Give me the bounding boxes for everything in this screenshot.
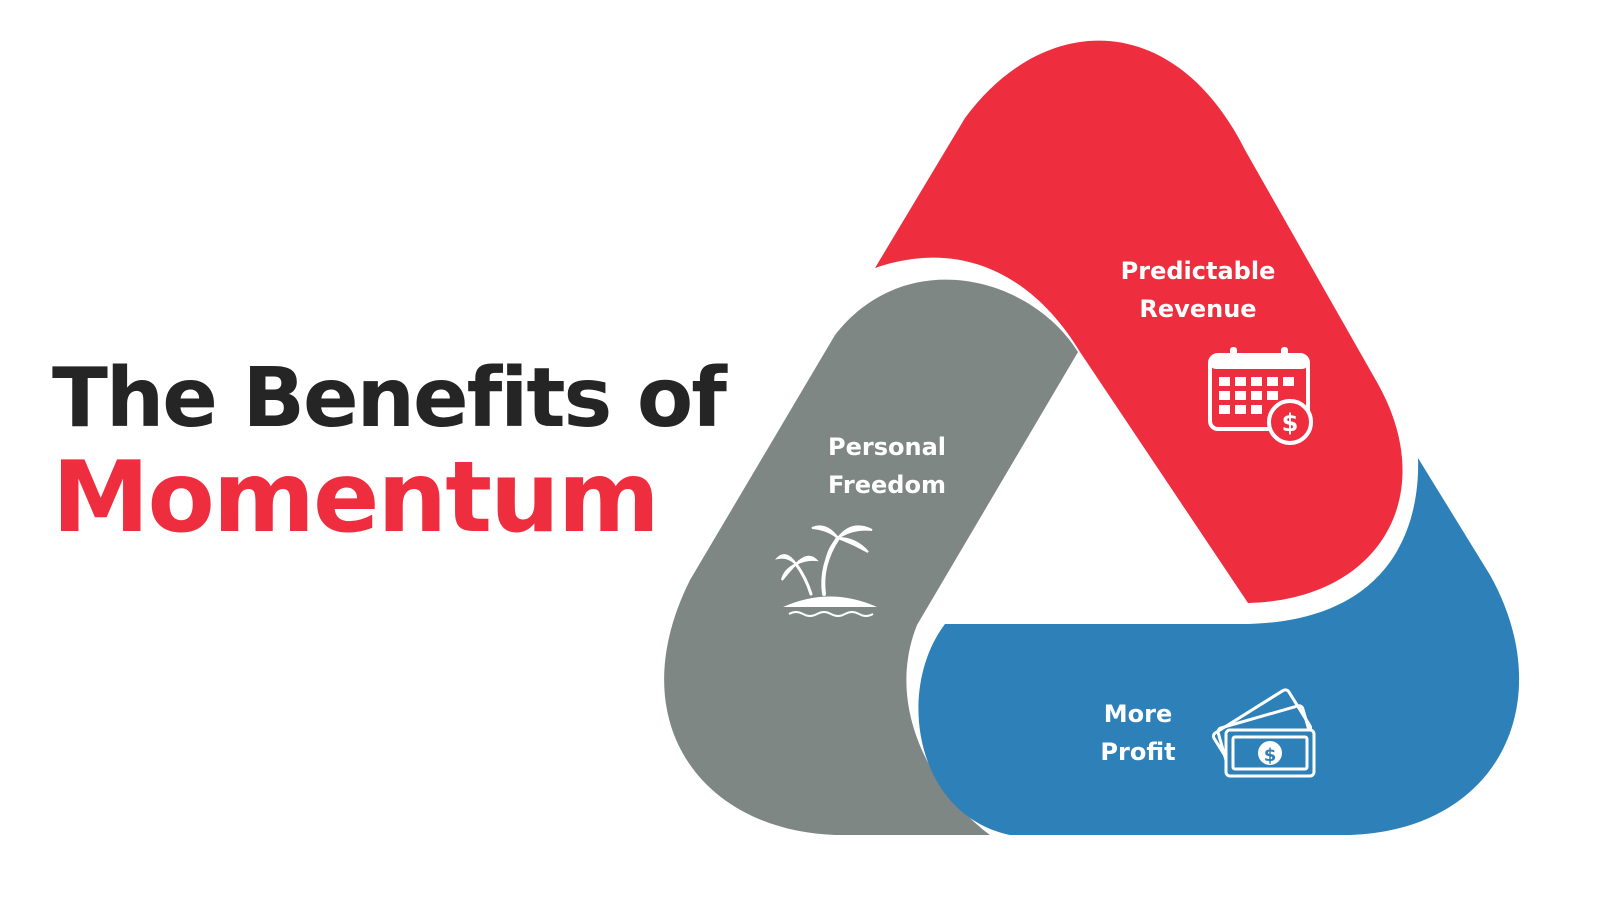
revenue-band-shape [875,40,1403,604]
page-title: The Benefits of Momentum [52,351,727,555]
freedom-label-line-1: Personal [828,433,946,461]
title-line-2: Momentum [52,441,660,555]
title-line-1: The Benefits of [52,351,727,446]
freedom-band-shape [664,279,1078,835]
revenue-label-line-2: Revenue [1139,295,1256,323]
money-bills-icon: $ [1211,688,1316,778]
segment-more-profit: More Profit $ [918,458,1520,835]
palm-island-icon [774,525,877,617]
calendar-dollar-icon: $ [1208,347,1313,445]
profit-label-line-2: Profit [1100,738,1175,766]
freedom-label-line-2: Freedom [828,471,946,499]
svg-text:$: $ [1282,409,1299,437]
profit-band-shape [918,458,1520,835]
revenue-label-line-1: Predictable [1121,257,1276,285]
svg-text:$: $ [1264,745,1277,766]
segment-predictable-revenue: Predictable Revenue $ [875,40,1403,604]
profit-label-line-1: More [1104,700,1172,728]
segment-personal-freedom: Personal Freedom [664,279,1078,835]
